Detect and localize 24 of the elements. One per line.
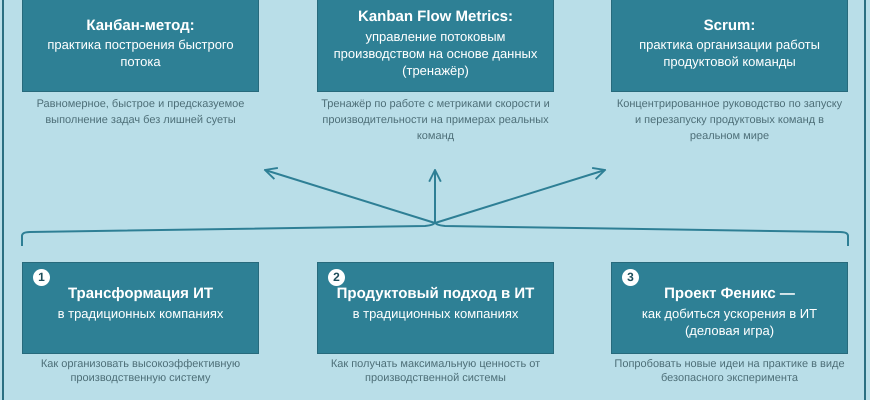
course-subtitle: практика построения быстрого потока	[46, 37, 235, 72]
course-description: Как организовать высокоэффективную производственную систему	[40, 357, 242, 386]
course-description: Попробовать новые идеи на практике в виде безопасного эксперимента	[614, 357, 846, 386]
course-title: Канбан-метод:	[86, 16, 195, 36]
course-title: Kanban Flow Metrics:	[358, 8, 514, 28]
number-badge: 2	[328, 269, 345, 286]
course-description: Как получать максимальную ценность от производственной системы	[330, 357, 542, 386]
course-subtitle: управление потоковым производством на основе данных (тренажёр)	[332, 29, 538, 80]
course-description: Тренажёр по работе с метриками скорости и производительности на примерах реальных команд	[320, 97, 551, 144]
course-subtitle: в традиционных компаниях	[352, 306, 518, 323]
course-title: Продуктовый подход в ИТ	[336, 285, 534, 304]
arrow	[434, 166, 606, 224]
course-subtitle: практика организации работы продуктовой команды	[638, 37, 821, 72]
course-description: Концентрированное руководство по запуску и перезапуску продуктовых команд в реальном мире	[616, 97, 844, 144]
course-subtitle: как добиться ускорения в ИТ (деловая игра)	[640, 306, 818, 340]
course-description: Равномерное, быстрое и предсказуемое выполнение задач без лишней суеты	[36, 97, 246, 128]
course-title: Проект Феникс —	[664, 285, 795, 304]
course-subtitle: в традиционных компаниях	[58, 306, 224, 323]
number-badge: 1	[33, 269, 50, 286]
course-title: Трансформация ИТ	[68, 285, 214, 304]
number-badge: 3	[622, 269, 639, 286]
course-title: Scrum:	[704, 16, 756, 36]
arrow	[428, 169, 442, 223]
arrow	[264, 166, 436, 224]
